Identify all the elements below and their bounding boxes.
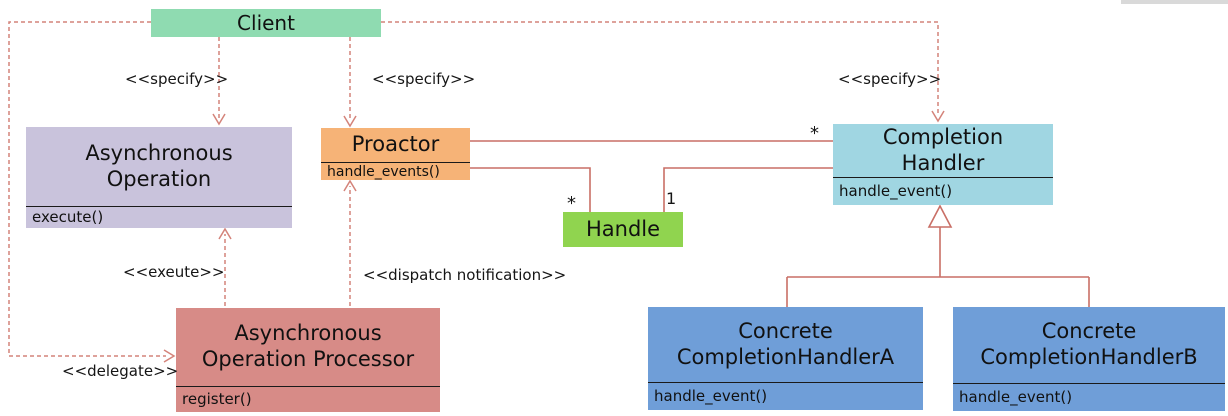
arrowhead-right-processor-icon: [163, 349, 176, 363]
dependency-client-completionhandler: [381, 21, 939, 116]
class-completion-handler-method: handle_event(): [833, 177, 1053, 205]
class-asynchronous-operation-name: Asynchronous Operation: [85, 140, 233, 191]
class-proactor-method: handle_events(): [321, 162, 470, 180]
class-concrete-completion-handler-b-name: Concrete CompletionHandlerB: [980, 319, 1198, 369]
association-proactor-handle: [470, 167, 591, 212]
multiplicity-handle-one: 1: [666, 189, 677, 208]
scrollbar-fragment: [1121, 0, 1228, 4]
class-completion-handler: Completion Handler handle_event(): [833, 124, 1053, 205]
class-handle: Handle: [563, 212, 683, 247]
class-asynchronous-operation: Asynchronous Operation execute(): [26, 127, 292, 228]
label-specify-right: <<specify>>: [838, 70, 942, 88]
dependency-client-processor-delegate: [8, 21, 166, 357]
class-completion-handler-name: Completion Handler: [882, 124, 1004, 175]
multiplicity-completion-handler: *: [810, 123, 819, 144]
arrowhead-down-proactor-icon: [343, 115, 357, 128]
class-concrete-completion-handler-b: Concrete CompletionHandlerB handle_event…: [953, 307, 1225, 411]
arrowhead-up-asyncoperation-icon: [218, 227, 232, 240]
class-concrete-completion-handler-a-method: handle_event(): [648, 382, 923, 410]
class-handle-name: Handle: [585, 216, 661, 241]
class-client: Client: [151, 9, 381, 37]
label-exeute: <<exeute>>: [123, 263, 225, 281]
class-asynchronous-operation-processor: Asynchronous Operation Processor registe…: [176, 308, 440, 412]
class-asynchronous-operation-method: execute(): [26, 206, 292, 228]
class-proactor: Proactor handle_events(): [321, 128, 470, 180]
label-specify-left: <<specify>>: [125, 70, 229, 88]
multiplicity-handle-star: *: [567, 193, 576, 214]
class-concrete-completion-handler-a: Concrete CompletionHandlerA handle_event…: [648, 307, 923, 410]
label-specify-middle: <<specify>>: [372, 70, 476, 88]
class-concrete-completion-handler-b-method: handle_event(): [953, 383, 1225, 411]
class-concrete-completion-handler-a-name: Concrete CompletionHandlerA: [676, 318, 895, 369]
label-dispatch-notification: <<dispatch notification>>: [363, 266, 567, 284]
class-asynchronous-operation-processor-name: Asynchronous Operation Processor: [201, 321, 415, 371]
arrowhead-up-proactor-icon: [343, 179, 357, 192]
class-client-name: Client: [237, 10, 295, 35]
class-proactor-name: Proactor: [351, 132, 440, 157]
label-delegate: <<delegate>>: [62, 362, 179, 380]
arrowhead-down-asyncoperation-icon: [212, 113, 226, 126]
arrowhead-down-completionhandler-icon: [931, 110, 945, 123]
inheritance-triangle-icon: [927, 204, 953, 228]
class-asynchronous-operation-processor-method: register(): [176, 386, 440, 412]
association-completionhandler-handle: [663, 167, 833, 212]
